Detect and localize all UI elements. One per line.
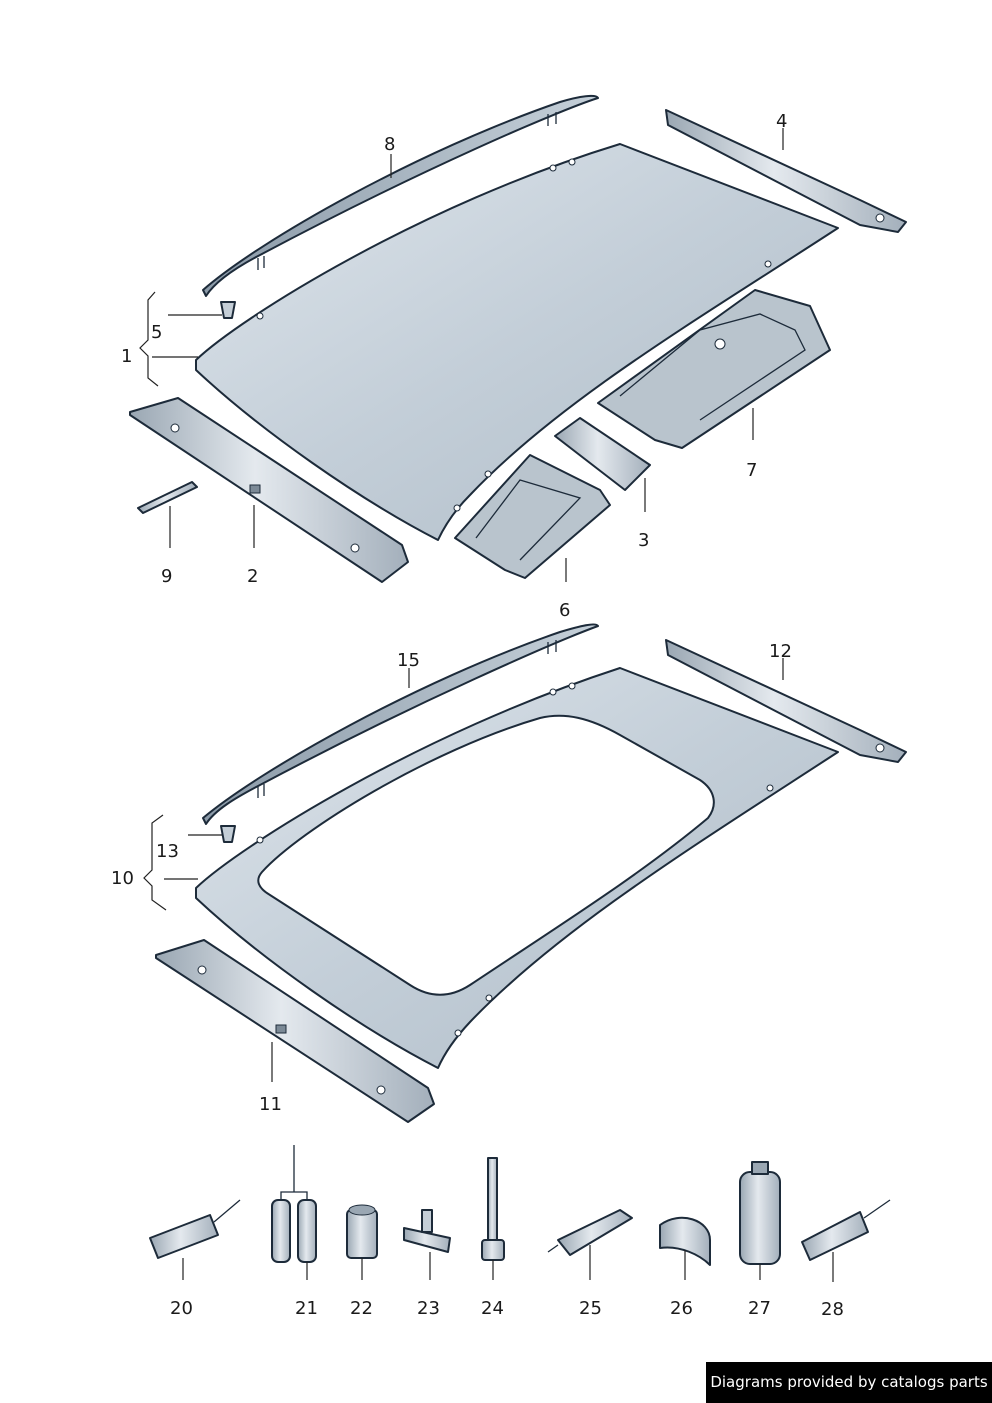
leader-lines xyxy=(139,128,834,1282)
front-cross-member-top xyxy=(129,397,409,583)
callout-4: 4 xyxy=(776,111,787,132)
callout-11: 11 xyxy=(259,1094,282,1115)
callout-6: 6 xyxy=(559,600,570,621)
sealant-cartridge-20 xyxy=(149,1199,241,1259)
roof-rail-bottom xyxy=(202,623,599,825)
callout-13: 13 xyxy=(156,841,179,862)
callout-21: 21 xyxy=(295,1298,318,1319)
watermark-banner: Diagrams provided by catalogs parts xyxy=(706,1362,992,1403)
rear-cross-member-bottom xyxy=(665,639,907,763)
callout-24: 24 xyxy=(481,1298,504,1319)
bracket-part xyxy=(137,481,198,514)
callout-9: 9 xyxy=(161,566,172,587)
callout-12: 12 xyxy=(769,641,792,662)
rear-cross-member-top xyxy=(665,109,907,233)
callout-15: 15 xyxy=(397,650,420,671)
callout-1: 1 xyxy=(121,346,132,367)
insulation-pad-large xyxy=(597,289,831,449)
tape-roll-26 xyxy=(659,1216,711,1266)
callout-26: 26 xyxy=(670,1298,693,1319)
callout-20: 20 xyxy=(170,1298,193,1319)
container-22 xyxy=(346,1204,378,1259)
clip-part-bottom xyxy=(220,825,236,843)
clip-part-top xyxy=(220,301,236,319)
callout-27: 27 xyxy=(748,1298,771,1319)
callout-5: 5 xyxy=(151,322,162,343)
roof-reinforcement xyxy=(554,417,651,491)
callout-25: 25 xyxy=(579,1298,602,1319)
twin-cartridge-21 xyxy=(271,1145,317,1263)
sealant-cartridge-28 xyxy=(801,1199,891,1261)
fastener-23 xyxy=(403,1209,451,1253)
callout-2: 2 xyxy=(247,566,258,587)
tool-24 xyxy=(481,1157,505,1261)
callout-8: 8 xyxy=(384,134,395,155)
callout-3: 3 xyxy=(638,530,649,551)
roof-rail-top xyxy=(202,94,599,297)
callout-10: 10 xyxy=(111,868,134,889)
front-cross-member-bottom xyxy=(155,939,435,1123)
callout-7: 7 xyxy=(746,460,757,481)
callout-28: 28 xyxy=(821,1299,844,1320)
insulation-pad-small xyxy=(454,454,611,579)
roof-panel-top xyxy=(195,143,839,541)
roof-panel-sunroof xyxy=(195,667,839,1069)
cartridge-27 xyxy=(739,1161,781,1265)
tube-25 xyxy=(547,1209,633,1256)
callout-22: 22 xyxy=(350,1298,373,1319)
callout-23: 23 xyxy=(417,1298,440,1319)
